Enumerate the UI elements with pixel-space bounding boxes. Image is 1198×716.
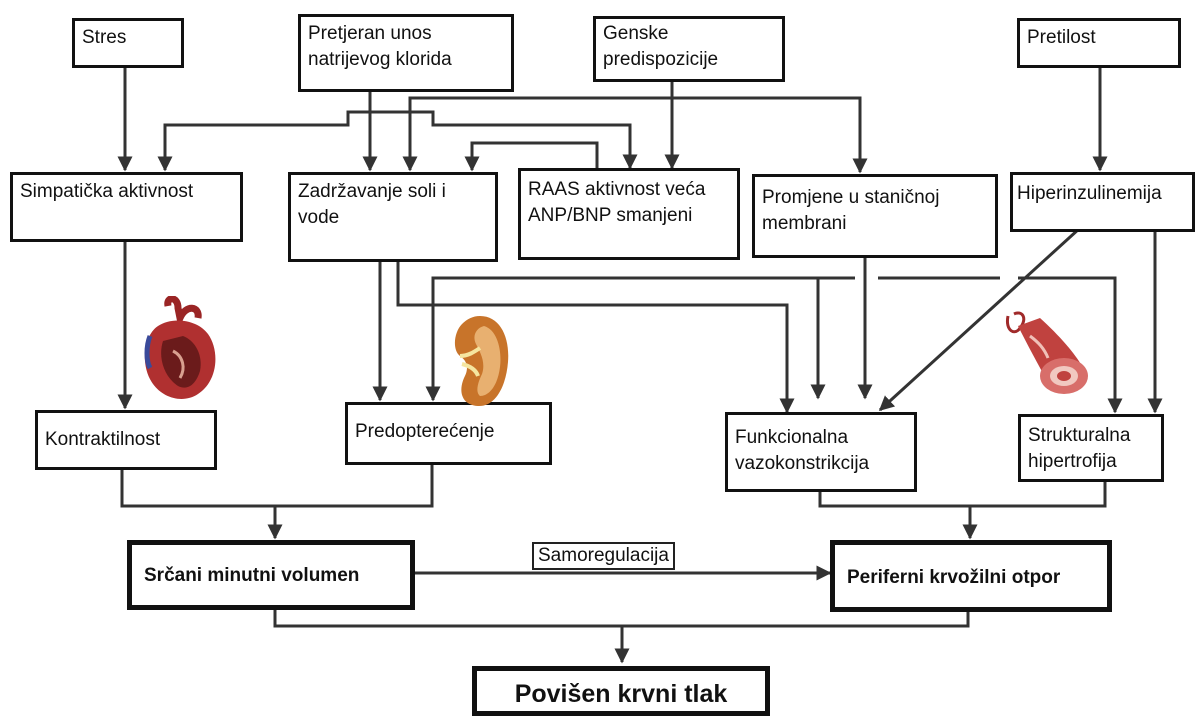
node-tlak: Povišen krvni tlak <box>472 666 770 716</box>
node-minutni-volumen: Srčani minutni volumen <box>127 540 415 610</box>
arrow-natrij-simpaticka <box>157 110 370 172</box>
node-otpor: Periferni krvožilni otpor <box>830 540 1112 612</box>
node-pretilost: Pretilost <box>1017 18 1181 68</box>
node-genske: Genske predispozicije <box>593 16 785 82</box>
node-vazokonstrikcija: Funkcionalna vazokonstrikcija <box>725 412 917 492</box>
label-samoregulacija: Samoregulacija <box>532 542 675 570</box>
node-simpaticka-label: Simpatička aktivnost <box>20 181 194 202</box>
node-hipertrofija: Strukturalna hipertrofija <box>1018 414 1164 482</box>
arrow-merge-volumen <box>120 465 434 508</box>
node-natrij: Pretjeran unos natrijevog klorida <box>298 14 514 92</box>
kidney-illustration <box>454 316 509 407</box>
node-membrana: Promjene u staničnoj membrani <box>752 174 998 258</box>
node-otpor-label: Periferni krvožilni otpor <box>847 567 1061 588</box>
arrow-bus-hipertrofija <box>1018 276 1123 414</box>
node-predopterecenje-label: Predopterećenje <box>355 421 495 442</box>
node-tlak-label: Povišen krvni tlak <box>514 680 728 708</box>
node-kontraktilnost-label: Kontraktilnost <box>45 429 161 450</box>
label-samoregulacija-text: Samoregulacija <box>538 545 669 566</box>
node-membrana-label: Promjene u staničnoj membrani <box>762 187 940 234</box>
node-hiperinzulinemija: Hiperinzulinemija <box>1010 172 1195 232</box>
heart-illustration <box>144 296 216 399</box>
node-raas-label: RAAS aktivnost veća ANP/BNP smanjeni <box>528 179 706 226</box>
node-natrij-label: Pretjeran unos natrijevog klorida <box>308 23 452 70</box>
arrow-natrij-raas <box>370 110 638 170</box>
node-minutni-volumen-label: Srčani minutni volumen <box>144 565 360 586</box>
node-pretilost-label: Pretilost <box>1027 27 1096 48</box>
arrow-zadrzavanje-vazo <box>396 262 795 414</box>
node-genske-label: Genske predispozicije <box>603 23 719 70</box>
arrow-merge-tlak <box>273 610 970 628</box>
node-predopterecenje: Predopterećenje <box>345 402 552 465</box>
node-vazokonstrikcija-label: Funkcionalna vazokonstrikcija <box>735 427 870 474</box>
node-hiperinzulinemija-label: Hiperinzulinemija <box>1017 183 1162 204</box>
node-zadrzavanje: Zadržavanje soli i vode <box>288 172 498 262</box>
arrow-merge-otpor <box>818 482 1107 508</box>
arrow-bus-predopt <box>425 276 855 402</box>
node-stres: Stres <box>72 18 184 68</box>
node-raas: RAAS aktivnost veća ANP/BNP smanjeni <box>518 168 740 260</box>
arrow-genske-zadrzavanje <box>402 96 672 172</box>
arrow-genske-membrana <box>672 96 868 174</box>
node-zadrzavanje-label: Zadržavanje soli i vode <box>298 181 446 228</box>
node-hipertrofija-label: Strukturalna hipertrofija <box>1028 425 1131 472</box>
arrow-raas-zadrzavanje <box>464 141 599 172</box>
node-stres-label: Stres <box>82 27 127 48</box>
blood-vessel-illustration <box>1005 311 1088 394</box>
node-kontraktilnost: Kontraktilnost <box>35 410 217 470</box>
arrow-hiper-vazo <box>878 226 1082 412</box>
node-simpaticka: Simpatička aktivnost <box>10 172 243 242</box>
